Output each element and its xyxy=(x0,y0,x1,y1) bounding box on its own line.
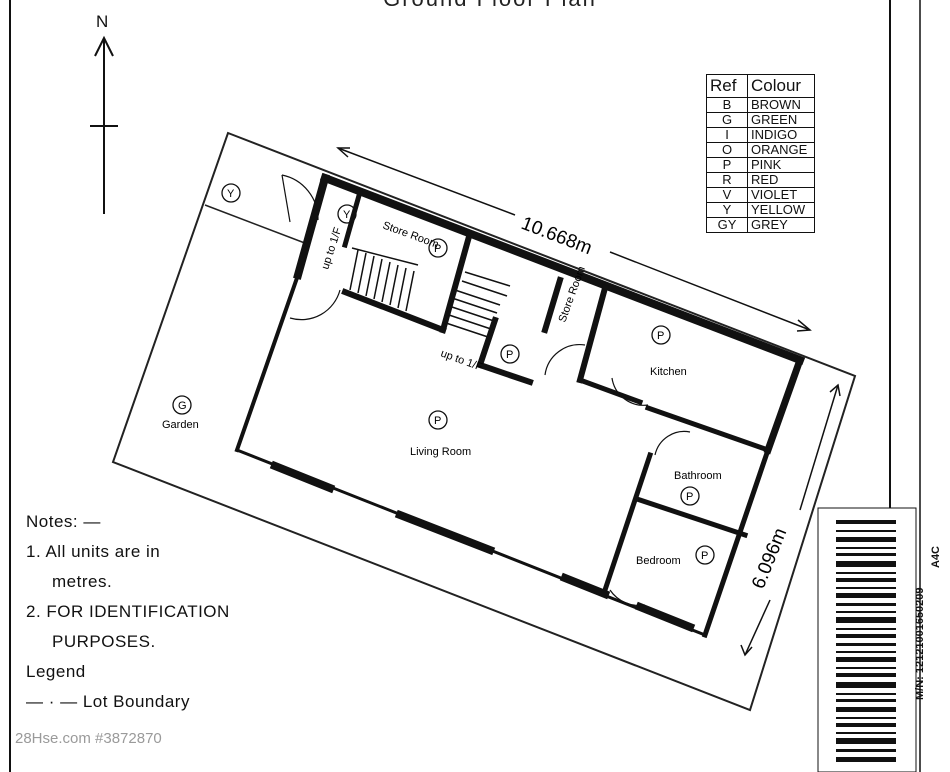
marker-p-stair: P xyxy=(500,344,520,364)
legend-ref: V xyxy=(706,187,748,203)
stair-label-1: up to 1/F xyxy=(319,226,344,271)
lot-boundary-legend: — · — Lot Boundary xyxy=(26,692,190,711)
legend-heading: Legend xyxy=(26,662,86,681)
building-walls xyxy=(234,172,806,639)
legend-colour: RED xyxy=(747,172,815,188)
legend-colour: VIOLET xyxy=(747,187,815,203)
legend-ref: GY xyxy=(706,217,748,233)
note-1-line-b: metres. xyxy=(52,572,113,591)
legend-ref: B xyxy=(706,97,748,113)
note-1-line-a: 1. All units are in xyxy=(26,542,161,561)
svg-text:P: P xyxy=(434,243,441,255)
legend-colour: YELLOW xyxy=(747,202,815,218)
stair-flight-2 xyxy=(442,271,511,338)
garden-fence xyxy=(204,204,311,246)
legend-colour: ORANGE xyxy=(747,142,815,158)
barcode-number: M/N: 12121001650209 xyxy=(914,587,926,700)
svg-text:Y: Y xyxy=(227,188,235,200)
legend-ref: G xyxy=(706,112,748,128)
room-label-store-1: Store Room xyxy=(381,220,440,251)
notes-block: Notes: — 1. All units are in metres. 2. … xyxy=(26,507,230,717)
legend-header-ref: Ref xyxy=(706,74,748,98)
stair-label-2: up to 1/F xyxy=(439,348,484,374)
legend-ref: P xyxy=(706,157,748,173)
room-label-garden: Garden xyxy=(162,419,199,431)
notes-heading: Notes: — xyxy=(26,512,101,531)
marker-p-bedroom: P xyxy=(695,545,715,565)
marker-p-store: P xyxy=(428,238,448,258)
note-2-line-b: PURPOSES. xyxy=(52,632,156,651)
room-label-kitchen: Kitchen xyxy=(650,366,687,378)
stair-flight-1 xyxy=(349,247,419,312)
legend-ref: R xyxy=(706,172,748,188)
north-label: N xyxy=(96,12,109,31)
svg-text:Y: Y xyxy=(343,209,351,221)
plan-title: Ground Floor Plan xyxy=(340,0,640,12)
marker-p-living: P xyxy=(428,410,448,430)
legend-colour: GREEN xyxy=(747,112,815,128)
room-label-bedroom: Bedroom xyxy=(636,555,681,567)
legend-colour: PINK xyxy=(747,157,815,173)
svg-text:P: P xyxy=(657,330,664,342)
marker-y-outside: Y xyxy=(221,183,241,203)
marker-y-inside: Y xyxy=(337,204,357,224)
marker-p-bathroom: P xyxy=(680,486,700,506)
svg-text:P: P xyxy=(686,491,693,503)
north-arrow-icon xyxy=(90,35,118,214)
barcode-icon xyxy=(817,507,917,772)
note-2-line-a: 2. FOR IDENTIFICATION xyxy=(26,602,230,621)
svg-text:P: P xyxy=(434,415,441,427)
legend-ref: Y xyxy=(706,202,748,218)
room-label-living: Living Room xyxy=(410,446,471,458)
dimension-width xyxy=(740,383,841,657)
lot-boundary xyxy=(111,131,857,712)
legend-colour: BROWN xyxy=(747,97,815,113)
dimension-length xyxy=(336,147,812,332)
marker-g-garden: G xyxy=(172,395,192,415)
dimension-width-label: 6.096m xyxy=(748,525,791,592)
legend-ref: I xyxy=(706,127,748,143)
door-swings xyxy=(281,174,691,607)
svg-text:G: G xyxy=(178,400,187,412)
legend-colour: INDIGO xyxy=(747,127,815,143)
legend-ref: O xyxy=(706,142,748,158)
svg-text:P: P xyxy=(701,550,708,562)
barcode-code: A4C xyxy=(930,545,942,568)
marker-p-kitchen: P xyxy=(651,325,671,345)
legend-colour: GREY xyxy=(747,217,815,233)
room-label-bathroom: Bathroom xyxy=(674,470,722,482)
watermark: 28Hse.com #3872870 xyxy=(15,730,162,747)
legend-header-colour: Colour xyxy=(747,74,815,98)
svg-text:P: P xyxy=(506,349,513,361)
